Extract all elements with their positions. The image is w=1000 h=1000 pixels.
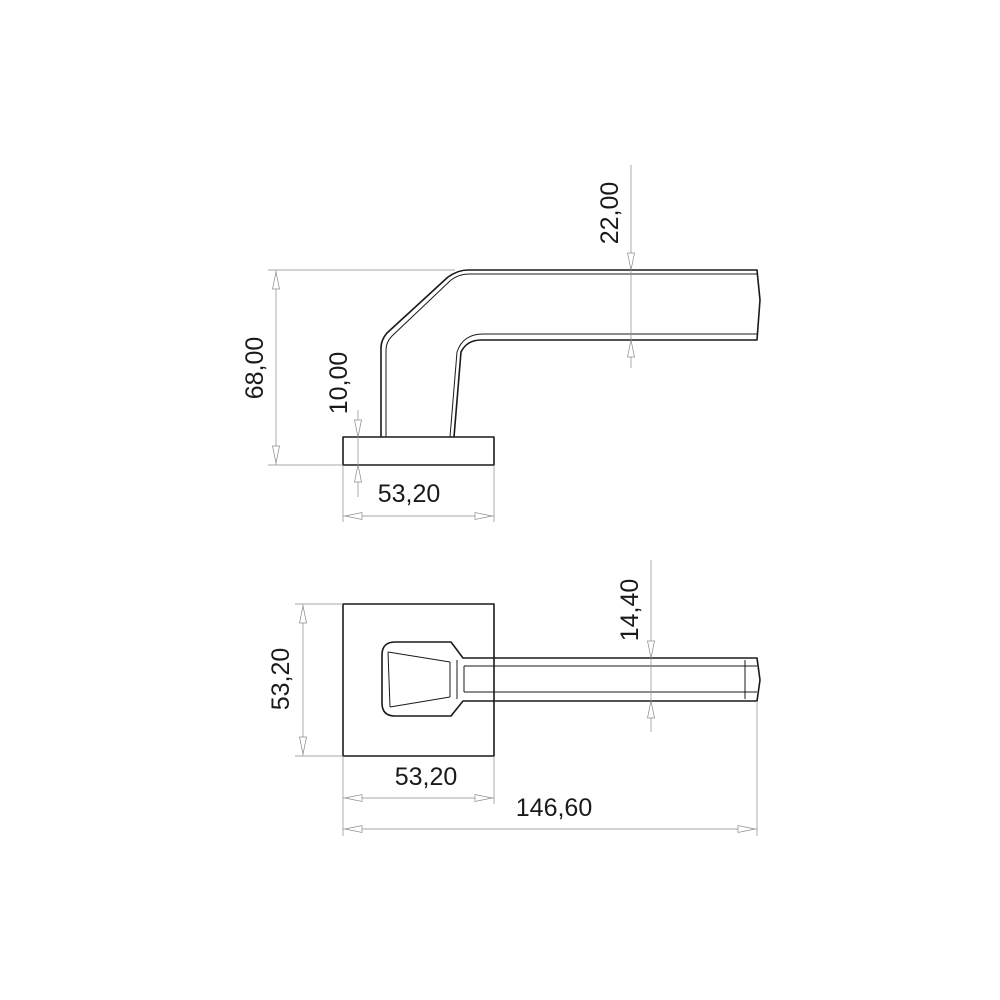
dim-side-rose-thickness: 10,00 xyxy=(325,352,362,497)
top-rose-plate xyxy=(342,603,495,757)
top-lever-outline xyxy=(381,641,761,717)
dim-top-lever-width: 14,40 xyxy=(616,560,655,732)
dim-label-146: 146,60 xyxy=(516,794,592,822)
dim-side-lever-thickness: 22,00 xyxy=(596,165,635,368)
dim-top-rose-height: 53,20 xyxy=(267,603,343,757)
side-view: 68,00 10,00 53,20 22,00 xyxy=(241,165,761,522)
dim-label-side-53: 53,20 xyxy=(378,480,441,508)
dim-top-rose-width: 53,20 xyxy=(342,756,495,836)
top-lever-neck-detail xyxy=(387,651,465,708)
top-view: 53,20 53,20 146,60 14,40 xyxy=(267,560,761,836)
side-lever-inner-bottom xyxy=(449,333,757,438)
dim-label-14: 14,40 xyxy=(616,579,644,642)
dim-label-22: 22,00 xyxy=(596,182,624,245)
side-lever-outline xyxy=(380,269,761,438)
dim-label-top-53-vertical: 53,20 xyxy=(267,648,295,711)
dim-side-rose-width: 53,20 xyxy=(342,465,495,522)
side-lever-inner-top xyxy=(385,273,757,437)
dim-label-10: 10,00 xyxy=(325,352,353,415)
dim-label-68: 68,00 xyxy=(241,337,269,400)
dim-side-overall-height: 68,00 xyxy=(241,269,455,466)
dim-top-overall-length: 146,60 xyxy=(343,701,758,836)
dim-label-top-53-horizontal: 53,20 xyxy=(395,763,458,791)
side-rose-plate xyxy=(342,436,495,466)
